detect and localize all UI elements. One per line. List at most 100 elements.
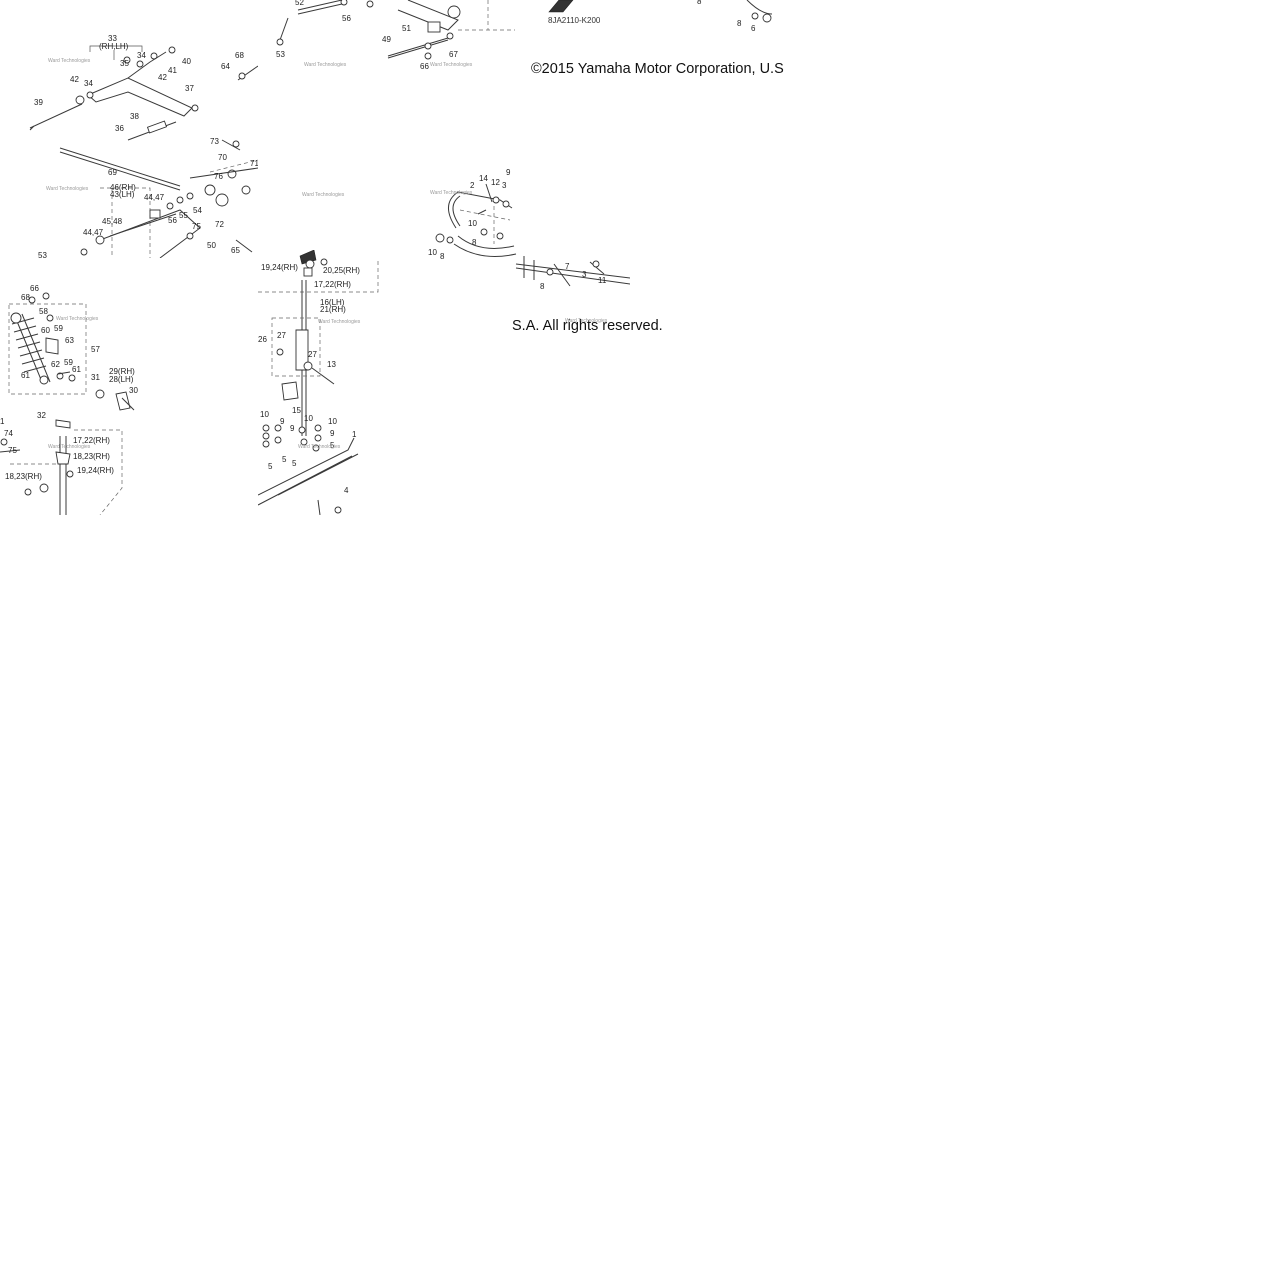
label-34a: 34 bbox=[137, 51, 146, 60]
label-8a: 8 bbox=[472, 238, 477, 247]
label-69: 69 bbox=[108, 168, 117, 177]
label-5c: 5 bbox=[292, 459, 297, 468]
label-26: 26 bbox=[258, 335, 267, 344]
label-54: 54 bbox=[193, 206, 202, 215]
label-72: 72 bbox=[215, 220, 224, 229]
label-7: 7 bbox=[565, 262, 570, 271]
front-arm-drawing: 33 (RH,LH) 34 35 41 42 40 34 42 39 37 38… bbox=[29, 34, 258, 258]
label-71: 71 bbox=[250, 159, 258, 168]
label-8b: 8 bbox=[440, 252, 445, 261]
watermark: Ward Technologies bbox=[48, 58, 91, 64]
label-41: 41 bbox=[168, 66, 177, 75]
label-6: 6 bbox=[751, 24, 756, 33]
label-76: 76 bbox=[214, 172, 223, 181]
label-18-23rh-b: 18,23(RH) bbox=[5, 472, 42, 481]
label-28lh: 28(LH) bbox=[109, 375, 134, 384]
watermark: Ward Technologies bbox=[304, 62, 347, 68]
label-68: 68 bbox=[235, 51, 244, 60]
label-35: 35 bbox=[120, 59, 129, 68]
label-56: 56 bbox=[342, 14, 351, 23]
label-rh-lh: (RH,LH) bbox=[99, 42, 129, 51]
label-8b: 8 bbox=[737, 19, 742, 28]
label-5b: 5 bbox=[268, 462, 273, 471]
label-63: 63 bbox=[65, 336, 74, 345]
label-20-25rh: 20,25(RH) bbox=[323, 266, 360, 275]
label-13: 13 bbox=[327, 360, 336, 369]
label-4: 4 bbox=[344, 486, 349, 495]
tile-blank-region: Ward Technologies bbox=[258, 170, 388, 250]
watermark: Ward Technologies bbox=[302, 192, 345, 198]
label-60: 60 bbox=[41, 326, 50, 335]
label-65: 65 bbox=[231, 246, 240, 255]
label-27b: 27 bbox=[308, 350, 317, 359]
label-9a: 9 bbox=[280, 417, 285, 426]
tile-shock-absorber-assembly: 66 68 58 59 60 63 57 62 59 61 61 29(RH) … bbox=[0, 258, 258, 515]
label-59a: 59 bbox=[54, 324, 63, 333]
tile-ski-runner-assembly: 9 14 12 3 2 10 8 10 8 7 3 11 8 Ward Tech… bbox=[420, 160, 630, 295]
label-58: 58 bbox=[39, 307, 48, 316]
ski-spindle-drawing: 19,24(RH) 20,25(RH) 17,22(RH) 16(LH) 21(… bbox=[258, 250, 379, 515]
label-14: 14 bbox=[479, 174, 488, 183]
label-34b: 34 bbox=[84, 79, 93, 88]
label-1: 1 bbox=[352, 430, 357, 439]
label-30: 30 bbox=[129, 386, 138, 395]
label-74: 74 bbox=[4, 429, 13, 438]
label-61a: 61 bbox=[21, 371, 30, 380]
label-21rh: 21(RH) bbox=[320, 305, 346, 314]
label-42b: 42 bbox=[158, 73, 167, 82]
label-43lh: 43(LH) bbox=[110, 190, 135, 199]
label-66: 66 bbox=[420, 62, 429, 71]
watermark: Ward Technologies bbox=[318, 319, 361, 325]
label-55: 55 bbox=[179, 211, 188, 220]
label-10c: 10 bbox=[328, 417, 337, 426]
label-62: 62 bbox=[51, 360, 60, 369]
label-9c: 9 bbox=[330, 429, 335, 438]
tile-ski-top-assembly: 8JA2110-K200 8 6 8 bbox=[515, 0, 772, 86]
label-19-24rh: 19,24(RH) bbox=[77, 466, 114, 475]
label-67: 67 bbox=[449, 50, 458, 59]
label-70: 70 bbox=[218, 153, 227, 162]
label-39: 39 bbox=[34, 98, 43, 107]
label-61b: 61 bbox=[72, 365, 81, 374]
label-75: 75 bbox=[192, 222, 201, 231]
label-16lh: 16(LH) bbox=[320, 298, 345, 307]
label-10b: 10 bbox=[428, 248, 437, 257]
label-5d: 5 bbox=[330, 441, 335, 450]
label-15: 15 bbox=[292, 406, 301, 415]
label-40: 40 bbox=[182, 57, 191, 66]
shock-absorber-drawing: 66 68 58 59 60 63 57 62 59 61 61 29(RH) … bbox=[0, 284, 138, 515]
label-52: 52 bbox=[295, 0, 304, 7]
label-10a: 10 bbox=[468, 219, 477, 228]
tile-upper-link-assembly: 52 56 53 51 49 66 67 Ward Technologies W… bbox=[258, 0, 515, 86]
label-45-48: 45,48 bbox=[102, 217, 123, 226]
label-9: 9 bbox=[506, 168, 511, 177]
label-68: 68 bbox=[21, 293, 30, 302]
watermark: Ward Technologies bbox=[565, 318, 608, 324]
label-44-47a: 44,47 bbox=[144, 193, 165, 202]
upper-link-drawing: 52 56 53 51 49 66 67 Ward Technologies W… bbox=[276, 0, 515, 71]
watermark: Ward Technologies bbox=[46, 186, 89, 192]
label-10b: 10 bbox=[304, 414, 313, 423]
label-44-47b: 44,47 bbox=[83, 228, 104, 237]
tile-ski-spindle-assembly: 19,24(RH) 20,25(RH) 17,22(RH) 16(LH) 21(… bbox=[258, 250, 388, 515]
watermark: Ward Technologies bbox=[56, 316, 99, 322]
label-75: 75 bbox=[8, 446, 17, 455]
label-31: 31 bbox=[91, 373, 100, 382]
watermark: Ward Technologies bbox=[430, 62, 473, 68]
label-64: 64 bbox=[221, 62, 230, 71]
ski-top-drawing: 8JA2110-K200 8 6 8 bbox=[548, 0, 772, 33]
label-12: 12 bbox=[491, 178, 500, 187]
label-3b: 3 bbox=[582, 270, 587, 279]
copyright-text-part1: ©2015 Yamaha Motor Corporation, U.S bbox=[531, 61, 784, 77]
label-19-24rh: 19,24(RH) bbox=[261, 263, 298, 272]
label-56: 56 bbox=[168, 216, 177, 225]
label-38: 38 bbox=[130, 112, 139, 121]
label-17-22rh: 17,22(RH) bbox=[73, 436, 110, 445]
label-53: 53 bbox=[276, 50, 285, 59]
label-66: 66 bbox=[30, 284, 39, 293]
tile-front-arm-assembly: 33 (RH,LH) 34 35 41 42 40 34 42 39 37 38… bbox=[0, 0, 258, 258]
copyright-text-part2: S.A. All rights reserved. bbox=[512, 318, 663, 334]
label-32: 32 bbox=[37, 411, 46, 420]
label-3a: 3 bbox=[502, 181, 507, 190]
label-49: 49 bbox=[382, 35, 391, 44]
